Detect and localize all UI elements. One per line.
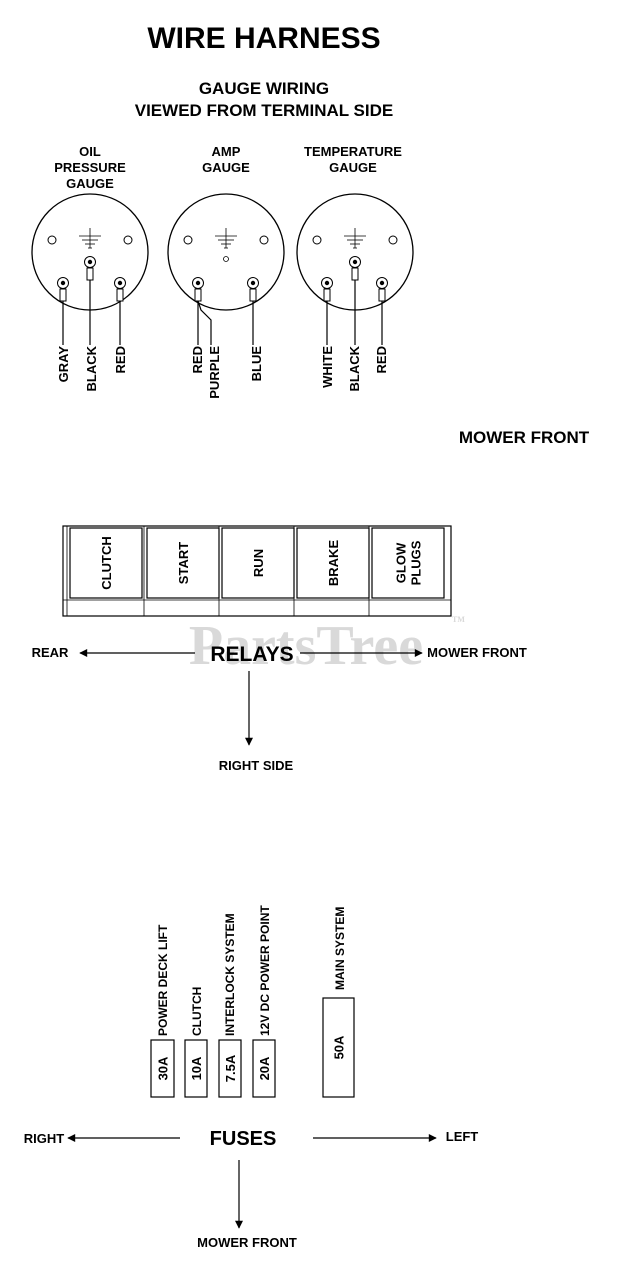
relays-label: RELAYS xyxy=(210,643,293,666)
wire-color-label: RED xyxy=(190,346,205,373)
fuse-amperage: 7.5A xyxy=(223,1054,238,1082)
relay-2: START xyxy=(143,526,220,616)
fuse-body xyxy=(218,1039,242,1098)
fuse-name: POWER DECK LIFT xyxy=(156,924,170,1036)
gauge-label-line: OIL xyxy=(79,144,101,159)
relay-label-line: GLOW xyxy=(394,542,409,583)
fuse-left-label: LEFT xyxy=(446,1129,479,1144)
terminal-crimp xyxy=(194,288,202,302)
terminal-post xyxy=(117,280,123,286)
terminal-crimp xyxy=(249,288,257,302)
wire-color-label: RED xyxy=(374,346,389,373)
terminal-post xyxy=(87,259,93,265)
terminal-post xyxy=(352,259,358,265)
fuses-label: FUSES xyxy=(210,1128,277,1150)
fuse-3: 7.5A INTERLOCK SYSTEM xyxy=(218,913,242,1098)
terminal-crimp xyxy=(378,288,386,302)
terminal-crimp xyxy=(323,288,331,302)
fuse-body xyxy=(322,997,355,1098)
gauge-mount-hole xyxy=(388,235,398,245)
gauge-section-title-line1: GAUGE WIRING xyxy=(199,79,329,98)
fuse-4: 20A 12V DC POWER POINT xyxy=(252,905,276,1098)
relay-label-line: START xyxy=(176,542,191,584)
relay-rear-label: REAR xyxy=(32,645,69,660)
terminal-crimp xyxy=(86,267,94,281)
fuse-amperage: 50A xyxy=(332,1035,347,1059)
relay-body xyxy=(371,527,445,599)
wire-color-label: WHITE xyxy=(320,346,335,388)
wire-line xyxy=(197,300,212,345)
gauge-label-line: PRESSURE xyxy=(54,160,126,175)
wire-color-label: BLUE xyxy=(249,346,264,382)
gauge-label-line: TEMPERATURE xyxy=(304,144,402,159)
terminal-post xyxy=(250,280,256,286)
watermark-tm: TM xyxy=(452,615,465,624)
relay-mower-front-label: MOWER FRONT xyxy=(459,428,590,447)
fuse-body xyxy=(184,1039,208,1098)
terminal-crimp xyxy=(59,288,67,302)
terminal-post xyxy=(195,280,201,286)
relay-label-line: BRAKE xyxy=(326,540,341,587)
fuse-mower-front-label: MOWER FRONT xyxy=(197,1235,297,1250)
gauge-mount-hole xyxy=(259,235,269,245)
relay-label-line: CLUTCH xyxy=(99,536,114,589)
relay-1: CLUTCH xyxy=(66,526,143,616)
gauge-label-line: GAUGE xyxy=(202,160,250,175)
relay-body xyxy=(69,527,143,599)
gauge-mount-hole xyxy=(183,235,193,245)
fuse-name: INTERLOCK SYSTEM xyxy=(223,913,237,1036)
fuse-5: 50A MAIN SYSTEM xyxy=(322,907,355,1098)
relay-body xyxy=(296,527,370,599)
fuse-amperage: 30A xyxy=(156,1056,171,1080)
relay-front-label: MOWER FRONT xyxy=(427,645,527,660)
fuse-amperage: 20A xyxy=(257,1056,272,1080)
fuse-right-label: RIGHT xyxy=(24,1131,65,1146)
fuse-body xyxy=(252,1039,276,1098)
relay-label-line: RUN xyxy=(251,549,266,577)
gauge-mount-hole xyxy=(123,235,133,245)
terminal-post xyxy=(379,280,385,286)
fuse-2: 10A CLUTCH xyxy=(184,987,208,1098)
gauge-body xyxy=(167,193,285,311)
terminal-post xyxy=(324,280,330,286)
relay-label-line: PLUGS xyxy=(409,540,424,585)
relay-right-side-label: RIGHT SIDE xyxy=(219,758,294,773)
terminal-crimp xyxy=(116,288,124,302)
terminal-post xyxy=(60,280,66,286)
relay-body xyxy=(146,527,220,599)
watermark-text: PartsTree xyxy=(189,615,423,677)
gauge-mount-hole xyxy=(47,235,57,245)
fuse-amperage: 10A xyxy=(189,1056,204,1080)
wire-color-label: BLACK xyxy=(84,345,99,391)
fuse-body xyxy=(150,1039,175,1098)
fuse-name: MAIN SYSTEM xyxy=(333,907,347,990)
wire-color-label: RED xyxy=(113,346,128,373)
wire-color-label: GRAY xyxy=(56,346,71,383)
gauge-section-title-line2: VIEWED FROM TERMINAL SIDE xyxy=(135,101,393,120)
gauge-label-line: AMP xyxy=(212,144,241,159)
wire-color-label: BLACK xyxy=(347,345,362,391)
relay-4: BRAKE xyxy=(293,526,370,616)
gauge-mount-hole xyxy=(312,235,322,245)
terminal-crimp xyxy=(351,267,359,281)
gauge-label-line: GAUGE xyxy=(329,160,377,175)
fuse-name: CLUTCH xyxy=(190,987,204,1036)
wire-color-label: PURPLE xyxy=(207,346,222,399)
gauge-label-line: GAUGE xyxy=(66,176,114,191)
fuse-name: 12V DC POWER POINT xyxy=(258,905,272,1036)
gauge-center-pin xyxy=(223,256,229,262)
fuses-group: 30A POWER DECK LIFT 10A CLUTCH 7.5A INTERLOCK… xyxy=(150,905,355,1098)
fuse-1: 30A POWER DECK LIFT xyxy=(150,924,175,1098)
page-title: WIRE HARNESS xyxy=(147,22,380,55)
